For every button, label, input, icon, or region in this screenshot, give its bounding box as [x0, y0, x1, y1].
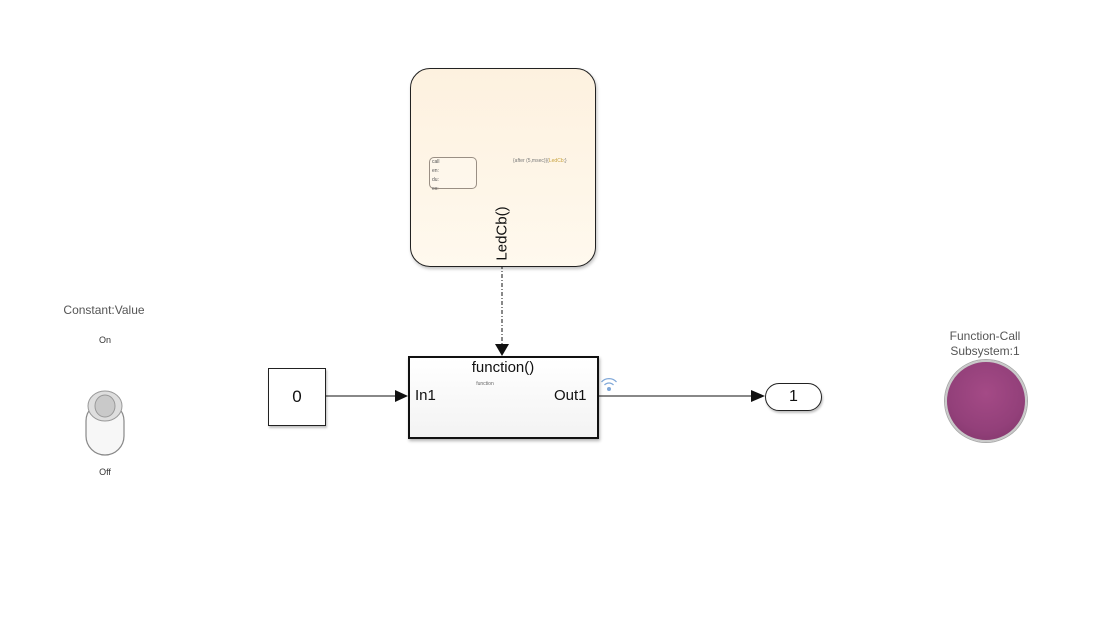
signal-arrowhead-out [751, 390, 765, 402]
constant-block[interactable]: 0 [268, 368, 326, 426]
mini-transition-label: {after (5,msec)}{LedCb;} [513, 158, 567, 164]
mini-transition-call: LedCb [548, 158, 564, 164]
mini-transition-prefix: {after (5,msec)}{ [513, 158, 549, 164]
subsystem-mini-label: function [476, 381, 494, 387]
toggle-switch-graphic[interactable] [85, 390, 125, 456]
signal-arrowhead-in1 [395, 390, 408, 402]
function-call-subsystem-block[interactable] [408, 356, 599, 439]
lamp-label-line-1: Function-Call [949, 329, 1021, 343]
function-call-arrowhead [495, 344, 509, 356]
mini-state-line-1: call [432, 159, 440, 165]
mini-state-line-2: en: [432, 168, 439, 174]
toggle-on-label: On [98, 335, 111, 345]
stateflow-chart-block[interactable] [410, 68, 596, 267]
toggle-off-label: Off [99, 467, 111, 477]
subsystem-inport-label: In1 [415, 387, 436, 404]
outport-value: 1 [789, 388, 798, 405]
constant-value: 0 [292, 387, 302, 406]
toggle-switch-label: Constant:Value [63, 303, 145, 317]
mini-state-line-3: du: [432, 177, 439, 183]
lamp-indicator[interactable] [945, 360, 1027, 442]
chart-function-output-label: LedCb() [493, 206, 511, 261]
mini-state-line-4: ex: [432, 186, 439, 192]
mini-transition-suffix: ;} [563, 158, 567, 164]
lamp-label: Function-Call Subsystem:1 [925, 329, 1045, 359]
mini-state-box: call en: du: ex: [429, 157, 477, 192]
lamp-label-line-2: Subsystem:1 [950, 344, 1020, 358]
subsystem-title: function() [471, 359, 535, 376]
outport-block[interactable]: 1 [765, 383, 822, 411]
signal-logging-icon[interactable] [601, 378, 617, 391]
subsystem-outport-label: Out1 [554, 387, 587, 404]
